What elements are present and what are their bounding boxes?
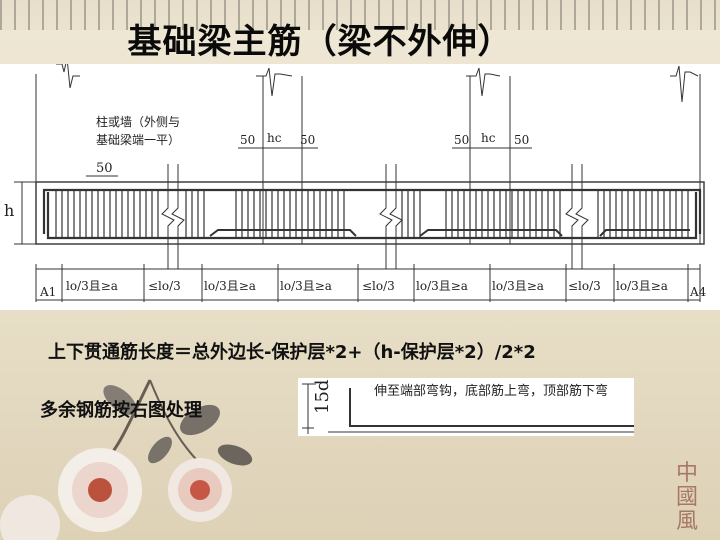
dim-h: h <box>4 201 14 220</box>
dim-hc: hc <box>267 131 282 145</box>
column-break-mark <box>466 67 501 97</box>
span-label: lo/3且≥a <box>416 279 468 293</box>
column-break-mark <box>56 64 80 89</box>
bend-detail-diagram: 15d 伸至端部弯钩，底部筋上弯，顶部筋下弯 <box>298 378 634 436</box>
decorative-border <box>0 0 720 30</box>
dim-50: 50 <box>454 133 469 147</box>
splice-mark <box>379 164 393 269</box>
stirrups <box>55 190 689 238</box>
splice-mark <box>575 164 589 269</box>
column-break-mark <box>670 65 699 103</box>
formula-text: 上下贯通筋长度＝总外边长-保护层*2+（h-保护层*2）/2*2 <box>48 342 536 363</box>
column-break-mark <box>256 67 293 97</box>
splice-mark <box>565 164 579 269</box>
axis-a1-label: A1 <box>39 285 56 299</box>
span-label: ≤lo/3 <box>148 279 181 293</box>
column-note-line2: 基础梁端一平） <box>96 132 180 147</box>
note-text: 多余钢筋按右图处理 <box>40 400 202 421</box>
span-label: ≤lo/3 <box>362 279 395 293</box>
span-label: lo/3且≥a <box>280 279 332 293</box>
beam-rebar-diagram: 柱或墙（外侧与 基础梁端一平） 50 50 hc 50 50 hc 50 h A… <box>0 64 720 310</box>
dim-50: 50 <box>514 133 529 147</box>
page-title: 基础梁主筋（梁不外伸） <box>127 22 513 62</box>
span-label: ≤lo/3 <box>568 279 601 293</box>
dim-50-left: 50 <box>96 161 113 176</box>
splice-mark <box>161 164 175 269</box>
dim-50: 50 <box>300 133 315 147</box>
span-label: lo/3且≥a <box>204 279 256 293</box>
axis-a4-label: A4 <box>689 285 707 299</box>
dim-50: 50 <box>240 133 255 147</box>
bend-dim-label: 15d <box>312 380 333 414</box>
splice-mark <box>171 164 185 269</box>
column-note-line1: 柱或墙（外侧与 <box>96 114 180 129</box>
span-label: lo/3且≥a <box>616 279 668 293</box>
flower-decoration <box>0 379 253 540</box>
bend-note-text: 伸至端部弯钩，底部筋上弯，顶部筋下弯 <box>374 384 609 399</box>
span-label: lo/3且≥a <box>492 279 544 293</box>
splice-mark <box>389 164 403 269</box>
span-label: lo/3且≥a <box>66 279 118 293</box>
dim-hc: hc <box>481 131 496 145</box>
chinese-style-seal: 中國風 <box>676 461 699 534</box>
